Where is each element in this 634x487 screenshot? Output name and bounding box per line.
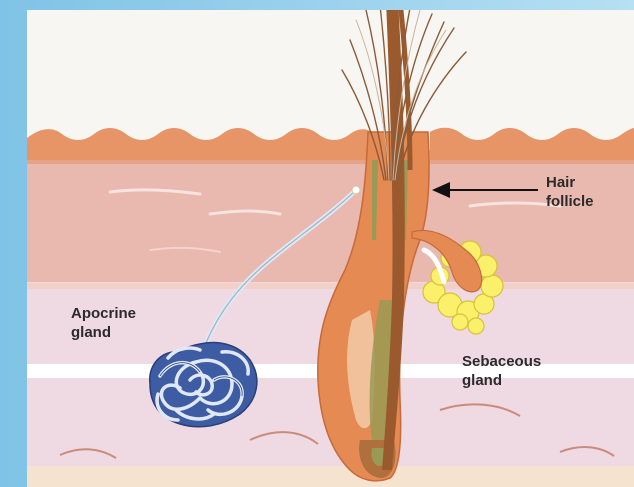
epidermis-base-right	[430, 160, 634, 164]
apocrine-duct-opening	[352, 186, 360, 194]
bottom-strip	[27, 466, 634, 487]
label-hair-follicle: Hair follicle	[546, 173, 594, 211]
dermis-boundary	[27, 283, 634, 289]
apocrine-gland	[150, 343, 257, 427]
label-apocrine-gland: Apocrine gland	[71, 304, 136, 342]
dermis-layer	[27, 150, 634, 282]
label-sebaceous-gland: Sebaceous gland	[462, 352, 541, 390]
epidermis-base-left	[27, 160, 372, 164]
